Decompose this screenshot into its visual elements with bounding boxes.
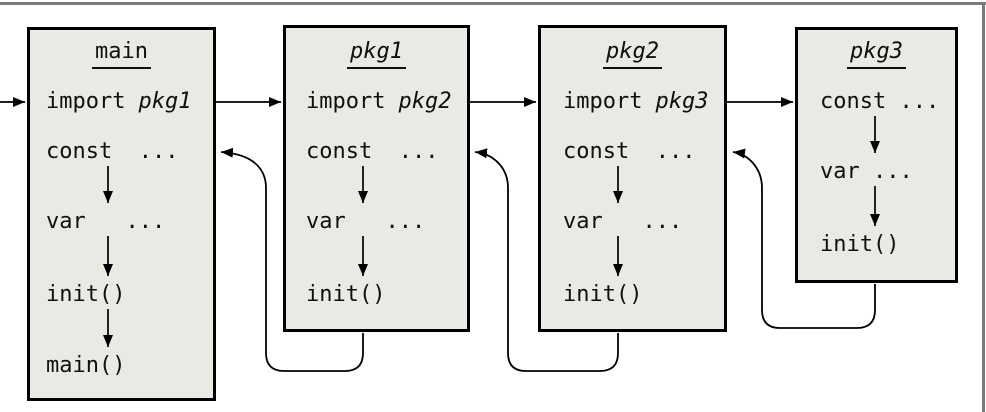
import-keyword: import xyxy=(46,89,126,114)
code-row-main-func: main() xyxy=(46,353,126,378)
package-title-text: pkg1 xyxy=(347,38,406,69)
code-row-import: import pkg1 xyxy=(46,88,191,116)
code-row-const: const ... xyxy=(820,89,940,114)
package-box-main: main import pkg1 const ... var ... init(… xyxy=(27,27,216,401)
package-box-pkg1: pkg1 import pkg2 const ... var ... init(… xyxy=(283,25,470,332)
import-package-name: pkg1 xyxy=(138,89,192,114)
package-title-text: main xyxy=(92,38,151,69)
import-package-name: pkg3 xyxy=(655,89,709,114)
code-row-var: var ... xyxy=(563,209,683,234)
code-row-var: var ... xyxy=(306,209,426,234)
frame-top-border xyxy=(0,2,986,5)
package-title-text: pkg2 xyxy=(603,38,662,69)
code-row-var: var ... xyxy=(46,209,166,234)
package-title-text: pkg3 xyxy=(847,38,906,69)
package-title-main: main xyxy=(30,38,213,69)
package-box-pkg3: pkg3 const ... var ... init() xyxy=(795,27,958,283)
code-row-const: const ... xyxy=(46,139,179,164)
code-row-const: const ... xyxy=(563,139,696,164)
code-row-const: const ... xyxy=(306,139,439,164)
code-row-init: init() xyxy=(46,282,126,307)
frame-right-border xyxy=(982,2,985,412)
code-row-init: init() xyxy=(563,282,643,307)
code-row-init: init() xyxy=(820,232,900,257)
import-keyword: import xyxy=(563,89,643,114)
package-box-pkg2: pkg2 import pkg3 const ... var ... init(… xyxy=(538,25,727,332)
import-keyword: import xyxy=(306,89,386,114)
import-package-name: pkg2 xyxy=(398,89,452,114)
package-title-pkg2: pkg2 xyxy=(541,38,724,69)
code-row-import: import pkg3 xyxy=(563,88,708,116)
package-title-pkg3: pkg3 xyxy=(798,38,955,69)
code-row-init: init() xyxy=(306,282,386,307)
code-row-var: var ... xyxy=(820,159,913,184)
package-title-pkg1: pkg1 xyxy=(286,38,467,69)
code-row-import: import pkg2 xyxy=(306,88,451,116)
